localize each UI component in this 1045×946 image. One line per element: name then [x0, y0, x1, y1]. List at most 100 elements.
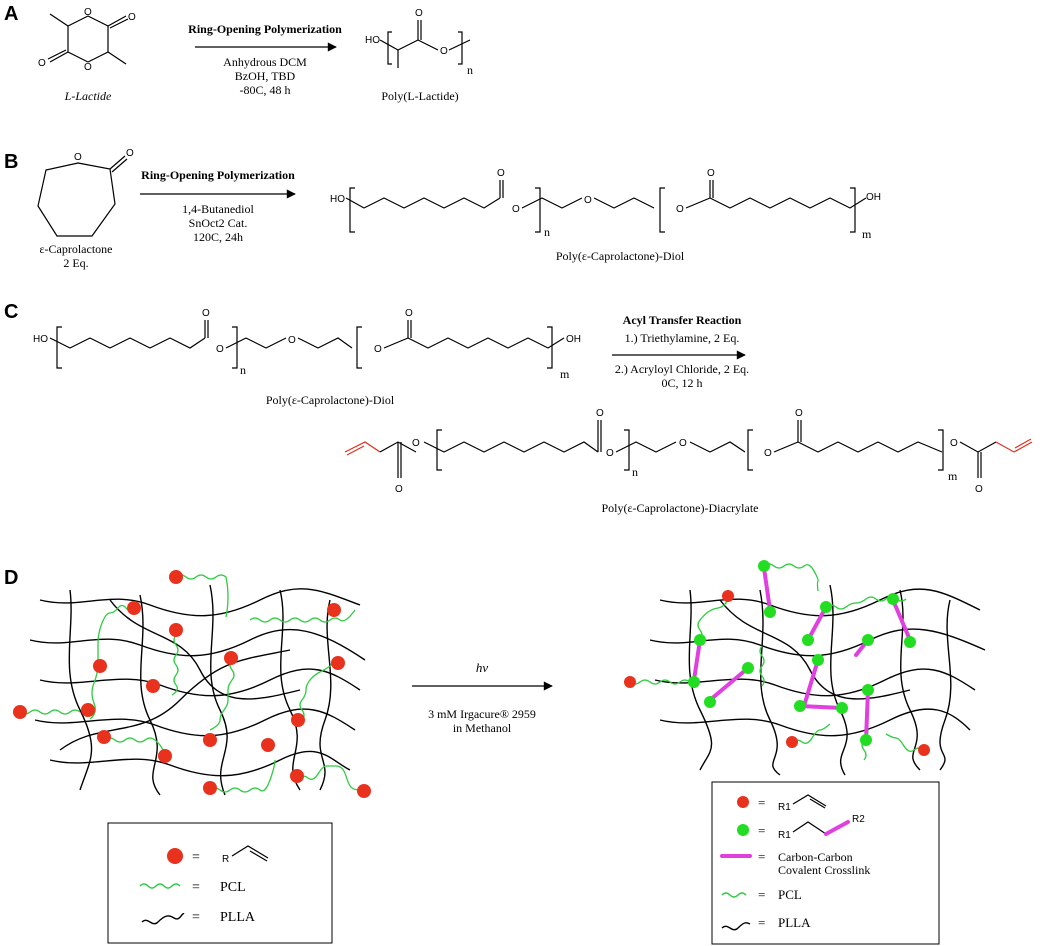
- reaction-d-label: hv: [476, 660, 489, 675]
- atom-oh: OH: [566, 334, 581, 345]
- reactant-b-label: ε-Caprolactone: [39, 242, 112, 256]
- legend-left-eq-3: =: [192, 910, 200, 925]
- legend-left-red-dot: [167, 848, 183, 864]
- atom-r1: R1: [778, 830, 791, 841]
- reactant-c-label: Poly(ε-Caprolactone)-Diol: [266, 393, 395, 407]
- panel-a: A O O O O L-Lactide Ring-Opening Polymer…: [4, 3, 473, 103]
- reaction-a-condition-1: Anhydrous DCM: [223, 55, 307, 69]
- plla-structure: HO O O n: [365, 8, 473, 77]
- reactant-a-label: L-Lactide: [64, 89, 112, 103]
- subscript-m: m: [560, 367, 570, 381]
- pcl-chains-right: [629, 563, 925, 761]
- legend-right-plla-label: PLLA: [778, 915, 811, 930]
- legend-right-eq-5: =: [758, 915, 765, 930]
- panel-label-a: A: [4, 3, 18, 25]
- atom-o: O: [84, 62, 92, 73]
- uncrosslinked-network: [13, 570, 371, 798]
- legend-right-plla-symbol: [721, 922, 751, 931]
- atom-o: O: [74, 152, 82, 163]
- panel-d: D: [4, 560, 986, 945]
- lactide-structure: O O O O: [38, 7, 136, 73]
- legend-left-pcl-symbol: [139, 883, 181, 889]
- reaction-c-condition-1: 1.) Triethylamine, 2 Eq.: [625, 331, 740, 345]
- reaction-a-condition-3: -80C, 48 h: [240, 83, 291, 97]
- legend-left-pcl-label: PCL: [220, 880, 246, 895]
- crosslinked-network: [624, 560, 986, 776]
- plla-chains-left: [29, 584, 366, 796]
- atom-r: R: [222, 854, 229, 865]
- dots-right: [624, 560, 930, 756]
- reaction-c-title: Acyl Transfer Reaction: [623, 313, 742, 327]
- crosslinks: [692, 566, 912, 742]
- subscript-n: n: [467, 63, 473, 77]
- atom-oh: OH: [866, 192, 881, 203]
- atom-o: O: [512, 204, 520, 215]
- legend-left-plla-symbol: [141, 913, 185, 925]
- atom-o: O: [395, 484, 403, 495]
- atom-o: O: [795, 408, 803, 419]
- atom-ho: HO: [330, 194, 345, 205]
- reaction-c-condition-2: 2.) Acryloyl Chloride, 2 Eq.: [615, 362, 749, 376]
- atom-o: O: [412, 438, 420, 449]
- reaction-c-condition-3: 0C, 12 h: [661, 376, 702, 390]
- caprolactone-structure: O O: [37, 148, 134, 237]
- legend-left-eq-2: =: [192, 880, 200, 895]
- reaction-a-condition-2: BzOH, TBD: [235, 69, 296, 83]
- legend-right-red-dot: [737, 796, 749, 808]
- legend-right-crosslink-label-1: Carbon-Carbon: [778, 850, 853, 864]
- atom-o: O: [415, 8, 423, 19]
- panel-label-c: C: [4, 301, 18, 323]
- legend-left: = R = PCL = PLLA: [107, 822, 333, 944]
- product-b-label: Poly(ε-Caprolactone)-Diol: [556, 249, 685, 263]
- subscript-n: n: [632, 465, 638, 479]
- reaction-b-condition-3: 120C, 24h: [193, 230, 243, 244]
- atom-o: O: [216, 344, 224, 355]
- pcl-diacrylate-structure: O O O O n O O O m O O: [344, 408, 1033, 495]
- atom-o: O: [676, 204, 684, 215]
- atom-o: O: [950, 438, 958, 449]
- atom-o: O: [679, 438, 687, 449]
- atom-o: O: [405, 308, 413, 319]
- reaction-d-condition-2: in Methanol: [453, 721, 512, 735]
- subscript-n: n: [544, 225, 550, 239]
- atom-o: O: [288, 335, 296, 346]
- panel-b: B O O ε-Caprolactone 2 Eq. Ring-Opening …: [4, 148, 881, 270]
- legend-right-crosslink-label-2: Covalent Crosslink: [778, 863, 870, 877]
- reaction-a-title: Ring-Opening Polymerization: [188, 22, 342, 36]
- reaction-b-title: Ring-Opening Polymerization: [141, 168, 295, 182]
- atom-o: O: [606, 448, 614, 459]
- atom-o: O: [584, 195, 592, 206]
- legend-right-pcl-symbol: [721, 892, 747, 898]
- atom-o: O: [497, 168, 505, 179]
- legend-right-pcl-label: PCL: [778, 887, 802, 902]
- pcl-chains-left: [19, 574, 361, 793]
- atom-o: O: [128, 12, 136, 23]
- atom-o: O: [764, 448, 772, 459]
- atom-ho: HO: [33, 334, 48, 345]
- legend-left-plla-label: PLLA: [220, 910, 256, 925]
- subscript-m: m: [948, 469, 958, 483]
- atom-o: O: [374, 344, 382, 355]
- atom-o: O: [440, 46, 448, 57]
- acrylate-dots-left: [13, 570, 371, 798]
- atom-o: O: [596, 408, 604, 419]
- legend-left-eq-1: =: [192, 850, 200, 865]
- atom-o: O: [84, 7, 92, 18]
- pcl-diol-structure-b: HO O O n O O O OH m: [330, 168, 881, 241]
- panel-label-d: D: [4, 567, 18, 589]
- atom-o: O: [202, 308, 210, 319]
- atom-o: O: [38, 58, 46, 69]
- subscript-m: m: [862, 227, 872, 241]
- panel-c: C HO O O n O O O OH m Poly(ε-Caprolacton…: [4, 301, 1033, 515]
- product-a-label: Poly(L-Lactide): [381, 89, 458, 103]
- legend-right: = R1 = R1 R2 = Carbon-Carbon Covalent Cr…: [711, 781, 940, 945]
- reaction-b-condition-2: SnOct2 Cat.: [189, 216, 248, 230]
- legend-right-green-dot: [737, 824, 749, 836]
- atom-o: O: [707, 168, 715, 179]
- legend-right-eq-2: =: [758, 823, 765, 838]
- subscript-n: n: [240, 363, 246, 377]
- plla-chains-right: [649, 584, 986, 776]
- reaction-b-condition-1: 1,4-Butanediol: [182, 202, 254, 216]
- atom-r1: R1: [778, 802, 791, 813]
